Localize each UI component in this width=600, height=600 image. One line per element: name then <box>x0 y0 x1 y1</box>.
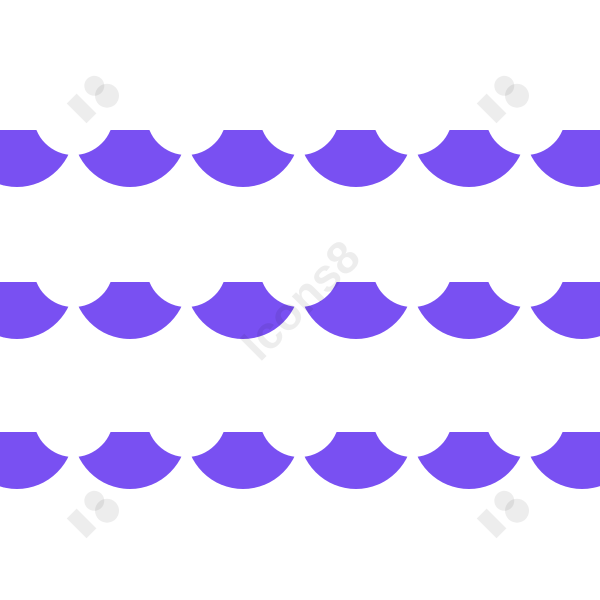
wave-row <box>0 282 600 352</box>
icons8-logo-icon <box>476 75 530 124</box>
waves-icon <box>0 130 600 502</box>
icons8-logo-icon <box>66 75 120 124</box>
icons8-logo-icon <box>476 490 530 539</box>
icons8-logo-icon <box>66 490 120 539</box>
wave-band <box>0 282 600 352</box>
wave-band <box>0 432 600 502</box>
wave-row <box>0 130 600 200</box>
wave-row <box>0 432 600 502</box>
wave-band <box>0 130 600 200</box>
watermark-logos <box>66 75 530 539</box>
